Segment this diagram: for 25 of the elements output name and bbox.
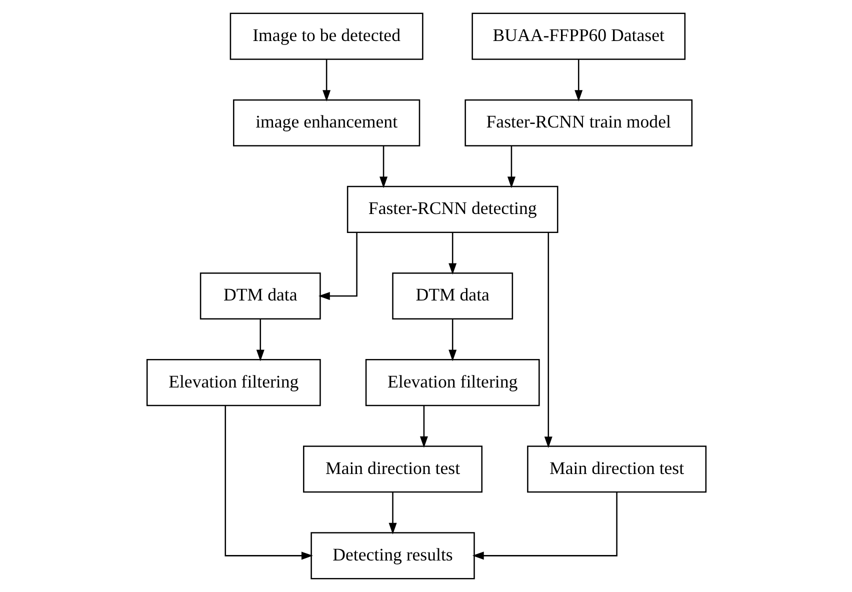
node-box: Detecting results — [310, 532, 474, 580]
node-box: Faster-RCNN detecting — [346, 186, 558, 233]
node-box: image enhancement — [232, 99, 420, 146]
node-box: Faster-RCNN train model — [464, 99, 692, 146]
arrow — [379, 146, 388, 188]
node-box: Image to be detected — [229, 12, 423, 60]
node-box: BUAA-FFPP60 Dataset — [471, 12, 686, 60]
node-box: DTM data — [199, 272, 320, 320]
arrow — [256, 319, 264, 362]
arrow — [448, 232, 456, 275]
arrow — [322, 60, 330, 102]
arrow — [506, 146, 515, 188]
node-box: Elevation filtering — [146, 359, 320, 406]
arrow — [388, 492, 396, 534]
arrow — [574, 60, 582, 102]
arrow — [544, 232, 552, 448]
node-box: Elevation filtering — [364, 359, 540, 406]
arrow — [448, 319, 456, 362]
arrow — [318, 232, 357, 300]
arrow — [224, 406, 312, 560]
node-box: Main direction test — [526, 446, 706, 493]
node-box: Main direction test — [302, 446, 482, 493]
arrow — [419, 406, 428, 448]
node-box: DTM data — [392, 272, 513, 320]
arrow — [472, 492, 617, 560]
